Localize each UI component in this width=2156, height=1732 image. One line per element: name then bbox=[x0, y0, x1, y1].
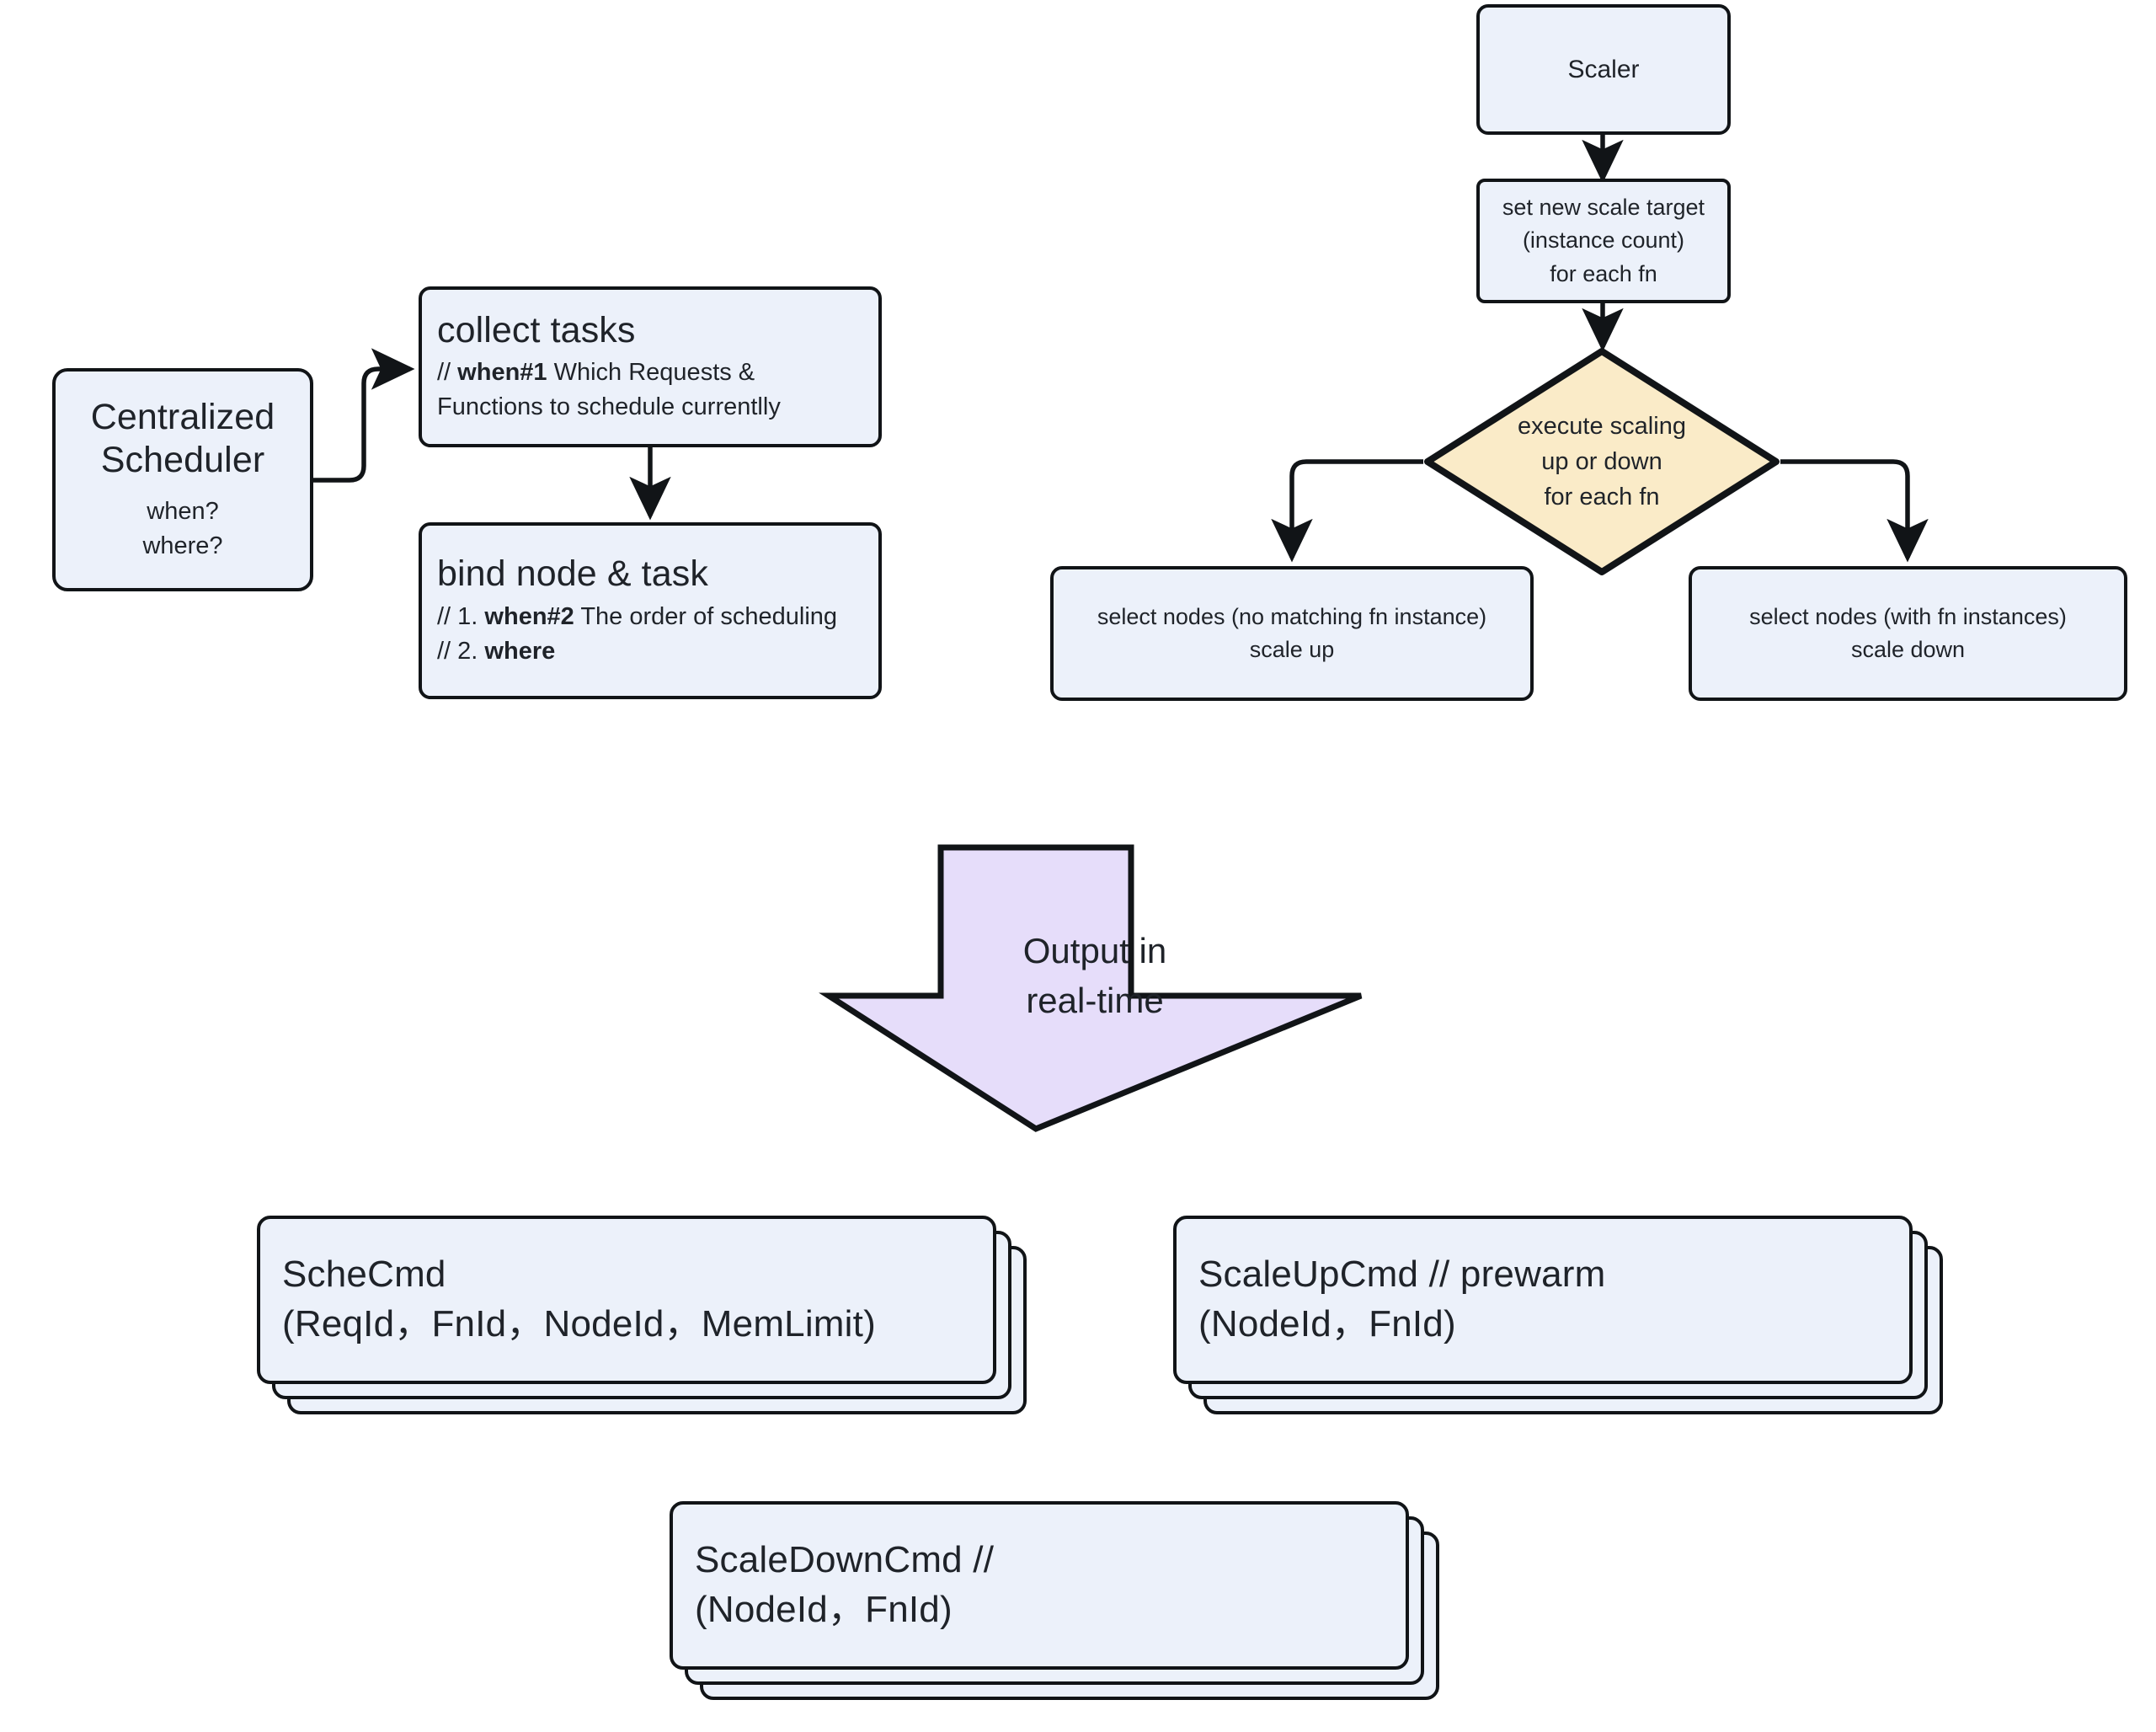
scale-up-line1: select nodes (no matching fn instance) bbox=[1097, 603, 1487, 629]
bind-node-task-line1-rest: The order of scheduling bbox=[574, 602, 838, 630]
scaler-label: Scaler bbox=[1567, 55, 1640, 83]
scale-up-cmd-line2: (NodeId，FnId) bbox=[1198, 1303, 1456, 1344]
node-collect-tasks[interactable]: collect tasks // when#1 Which Requests &… bbox=[419, 286, 882, 447]
node-scaler[interactable]: Scaler bbox=[1476, 4, 1731, 135]
bind-node-task-heading: bind node & task bbox=[437, 553, 708, 595]
command-stack-sche-cmd[interactable]: ScheCmd (ReqId，FnId，NodeId，MemLimit) bbox=[257, 1216, 1057, 1443]
decision-shape bbox=[1424, 348, 1780, 575]
set-scale-target-line3: for each fn bbox=[1550, 260, 1657, 286]
set-scale-target-line1: set new scale target bbox=[1502, 195, 1705, 221]
node-select-nodes-scale-up[interactable]: select nodes (no matching fn instance) s… bbox=[1050, 566, 1534, 701]
node-select-nodes-scale-down[interactable]: select nodes (with fn instances) scale d… bbox=[1689, 566, 2127, 701]
decision-execute-scaling[interactable]: execute scaling up or down for each fn bbox=[1423, 347, 1780, 576]
scale-down-cmd-line2: (NodeId，FnId) bbox=[695, 1589, 953, 1630]
connector-scheduler-to-collect bbox=[313, 348, 415, 483]
bind-node-task-line1: // 1. when#2 The order of scheduling bbox=[437, 600, 837, 634]
sche-cmd-line2: (ReqId，FnId，NodeId，MemLimit) bbox=[282, 1303, 876, 1344]
scale-up-cmd-card-front[interactable]: ScaleUpCmd // prewarm (NodeId，FnId) bbox=[1173, 1216, 1913, 1384]
bind-node-task-line1-tag: when#2 bbox=[484, 602, 574, 630]
scale-down-line2: scale down bbox=[1850, 637, 1966, 662]
collect-tasks-comment: // when#1 Which Requests & Functions to … bbox=[437, 355, 863, 425]
sche-cmd-card-front[interactable]: ScheCmd (ReqId，FnId，NodeId，MemLimit) bbox=[257, 1216, 996, 1384]
sche-cmd-line1: ScheCmd bbox=[282, 1254, 446, 1296]
set-scale-target-line2: (instance count) bbox=[1522, 227, 1685, 254]
command-stack-scale-up-cmd[interactable]: ScaleUpCmd // prewarm (NodeId，FnId) bbox=[1173, 1216, 1973, 1443]
scheduler-question-where: where? bbox=[142, 532, 223, 560]
connector-decision-to-scaledown bbox=[1780, 459, 1929, 563]
scale-down-line1: select nodes (with fn instances) bbox=[1749, 603, 2067, 629]
scheduler-title-line2: Scheduler bbox=[100, 440, 265, 481]
scheduler-question-when: when? bbox=[147, 497, 219, 525]
collect-tasks-heading: collect tasks bbox=[437, 309, 636, 350]
scale-down-cmd-card-front[interactable]: ScaleDownCmd // (NodeId，FnId) bbox=[670, 1501, 1409, 1670]
bind-node-task-line2: // 2. where bbox=[437, 634, 555, 669]
bind-node-task-line2-tag: where bbox=[484, 637, 556, 665]
scheduler-title-line1: Centralized bbox=[90, 396, 275, 437]
output-arrow-shape bbox=[819, 844, 1363, 1132]
bind-node-task-line1-prefix: // 1. bbox=[437, 602, 485, 630]
command-stack-scale-down-cmd[interactable]: ScaleDownCmd // (NodeId，FnId) bbox=[670, 1501, 1470, 1729]
node-centralized-scheduler[interactable]: Centralized Scheduler when? where? bbox=[52, 368, 313, 591]
scale-down-cmd-line1: ScaleDownCmd // bbox=[695, 1539, 995, 1581]
collect-tasks-comment-tag: when#1 bbox=[457, 359, 547, 387]
connector-decision-to-scaleup bbox=[1271, 459, 1423, 563]
output-in-real-time-arrow: Output in real-time bbox=[819, 844, 1364, 1132]
scale-up-line2: scale up bbox=[1249, 637, 1335, 662]
node-set-scale-target[interactable]: set new scale target (instance count) fo… bbox=[1476, 179, 1731, 303]
collect-tasks-comment-rest: Which Requests & Functions to schedule c… bbox=[437, 359, 781, 421]
bind-node-task-line2-prefix: // 2. bbox=[437, 637, 485, 665]
scale-up-cmd-line1: ScaleUpCmd // prewarm bbox=[1198, 1254, 1606, 1296]
collect-tasks-comment-prefix: // bbox=[437, 359, 458, 387]
node-bind-node-task[interactable]: bind node & task // 1. when#2 The order … bbox=[419, 522, 882, 699]
